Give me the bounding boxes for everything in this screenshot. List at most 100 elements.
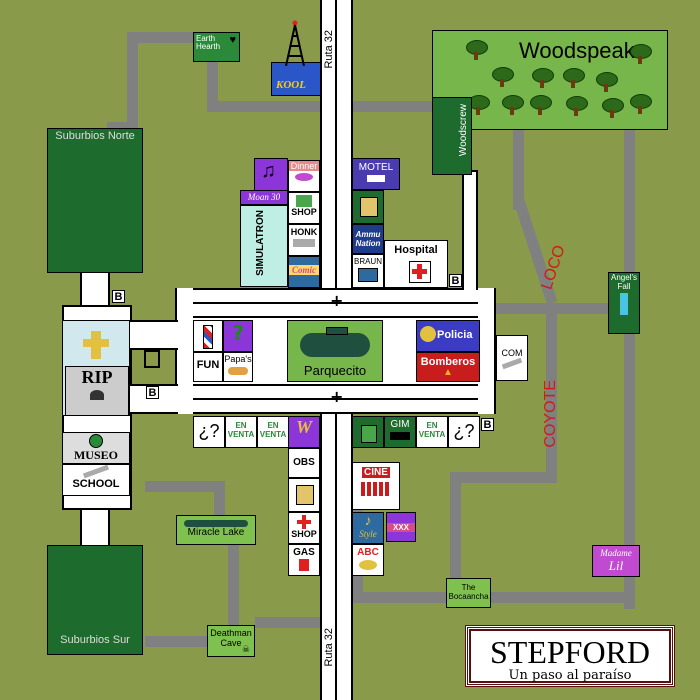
horn-icon <box>293 239 315 247</box>
motel[interactable]: MOTEL <box>352 158 400 190</box>
road-coyote-vert <box>546 303 557 483</box>
simulatron-label: SIMULATRON <box>255 210 266 276</box>
hospital-label: Hospital <box>394 244 438 256</box>
shirt-icon <box>296 195 312 207</box>
dumbbell-icon <box>390 432 410 440</box>
moan-30-music[interactable]: ♫ <box>254 158 288 192</box>
deathman-cave[interactable]: Deathman Cave ☠ <box>207 625 255 657</box>
bomberos-label: Bomberos <box>420 356 476 368</box>
road-deathman-vert <box>228 543 239 628</box>
miracle-lake[interactable]: Miracle Lake <box>176 515 256 545</box>
pencil-icon <box>82 465 110 479</box>
hotdog-icon <box>228 367 248 375</box>
lot-unknown-west[interactable]: ¿? <box>193 416 225 448</box>
town-name: STEPFORD <box>489 634 651 670</box>
shop-north[interactable]: SHOP <box>288 192 320 224</box>
tv-icon <box>358 268 378 282</box>
road-miracle-top <box>145 481 225 492</box>
dinner-restaurant[interactable]: Dinner <box>288 160 320 192</box>
w-logo-icon: W <box>295 417 312 437</box>
bar-north[interactable] <box>352 190 384 224</box>
road-deathman-link <box>255 617 322 628</box>
motel-label: MOTEL <box>358 162 394 173</box>
obs-building[interactable]: OBS <box>288 448 320 478</box>
rip-cemetery[interactable]: RIP <box>62 320 130 416</box>
miracle-lake-label: Miracle Lake <box>187 527 245 538</box>
kool-radio[interactable]: KOOL <box>271 62 321 96</box>
deathman-cave-label: Deathman Cave <box>210 628 252 648</box>
road-kool-link <box>207 101 322 112</box>
angels-fall[interactable]: Angel's Fall <box>608 272 640 334</box>
w-purple-building[interactable]: W <box>288 416 320 448</box>
tree-icon <box>596 72 618 92</box>
cine[interactable]: CINE <box>352 462 400 510</box>
cine-label: CINE <box>362 467 390 478</box>
fun-arcade[interactable]: FUN <box>193 352 223 382</box>
comic-label: Comic <box>289 265 319 275</box>
xxx-label: XXX <box>387 523 415 532</box>
paint-store[interactable] <box>352 416 384 448</box>
unknown-purple[interactable]: ? <box>223 320 253 352</box>
bus-stop-east[interactable]: B <box>481 418 494 431</box>
hospital[interactable]: Hospital <box>384 240 448 288</box>
gim-gym[interactable]: GIM <box>384 416 416 448</box>
music-note-icon: ♪ <box>364 512 372 528</box>
cemetery-cross-bar <box>83 339 109 347</box>
com-building[interactable]: COM <box>496 335 528 381</box>
shop-south[interactable]: SHOP <box>288 512 320 544</box>
xxx-store[interactable]: XXX <box>386 512 416 542</box>
west-block-left <box>175 288 193 414</box>
style-salon[interactable]: ♪ Style <box>352 512 384 544</box>
woodscrew-area[interactable]: Woodscrew <box>432 97 472 175</box>
madame-lil[interactable]: Madame Lil <box>592 545 640 577</box>
earth-hearth[interactable]: Earth Hearth ♥ <box>193 32 240 62</box>
simulatron-building[interactable]: SIMULATRON <box>240 205 288 287</box>
bus-stop-northwest[interactable]: B <box>112 290 125 303</box>
suburbios-norte[interactable]: Suburbios Norte <box>47 128 143 273</box>
gas-pump-icon <box>299 559 309 571</box>
tree-icon <box>630 44 652 64</box>
abc-store[interactable]: ABC <box>352 544 384 576</box>
policia[interactable]: Policia <box>416 320 480 352</box>
lot-unknown-east[interactable]: ¿? <box>448 416 480 448</box>
bomberos[interactable]: Bomberos ▲ <box>416 352 480 382</box>
en-venta-west-2[interactable]: EN VENTA <box>257 416 289 448</box>
gim-label: GIM <box>390 419 410 430</box>
en-venta-east[interactable]: EN VENTA <box>416 416 448 448</box>
barber-shop[interactable] <box>193 320 223 352</box>
road-east-junction <box>495 303 635 314</box>
en-venta-west-1[interactable]: EN VENTA <box>225 416 257 448</box>
parquecito[interactable]: Parquecito <box>287 320 383 382</box>
bench-icon <box>326 327 348 335</box>
braun-store[interactable]: BRAUN <box>352 254 384 288</box>
suburbios-sur[interactable]: Suburbios Sur <box>47 545 143 655</box>
ammu-nation[interactable]: Ammu Nation <box>352 224 384 254</box>
bocaancha-label: The Bocaancha <box>448 583 489 601</box>
la-bocaancha[interactable]: The Bocaancha <box>446 578 491 608</box>
museo[interactable]: MUSEO <box>62 432 130 464</box>
town-title-box: STEPFORD Un paso al paraíso <box>465 625 675 687</box>
honk-store[interactable]: HONK <box>288 224 320 256</box>
road-woodspeak-left <box>513 128 524 210</box>
road-woodscrew-top <box>352 101 467 112</box>
school[interactable]: SCHOOL <box>62 464 130 496</box>
bar-south[interactable] <box>288 478 320 512</box>
shop-south-label: SHOP <box>291 529 317 539</box>
com-label: COM <box>501 348 523 358</box>
music-note-icon: ♫ <box>261 160 276 182</box>
en-venta-west-2-label: EN VENTA <box>259 421 287 439</box>
film-strip-icon <box>361 482 391 496</box>
woodscrew-street <box>462 170 478 290</box>
beer-mug-icon <box>296 485 314 505</box>
comic-store[interactable]: Comic <box>288 256 320 288</box>
tree-icon <box>566 96 588 116</box>
tree-icon <box>530 95 552 115</box>
bus-stop-northeast[interactable]: B <box>449 274 462 287</box>
coyote-label: COYOTE <box>542 380 559 448</box>
papas-restaurant[interactable]: Papa's <box>223 352 253 382</box>
rip-label: RIP <box>81 367 113 387</box>
bus-stop-west[interactable]: B <box>146 386 159 399</box>
gravestone-box: RIP <box>65 366 129 415</box>
east-block-right <box>478 288 496 414</box>
gas-station[interactable]: GAS <box>288 544 320 576</box>
